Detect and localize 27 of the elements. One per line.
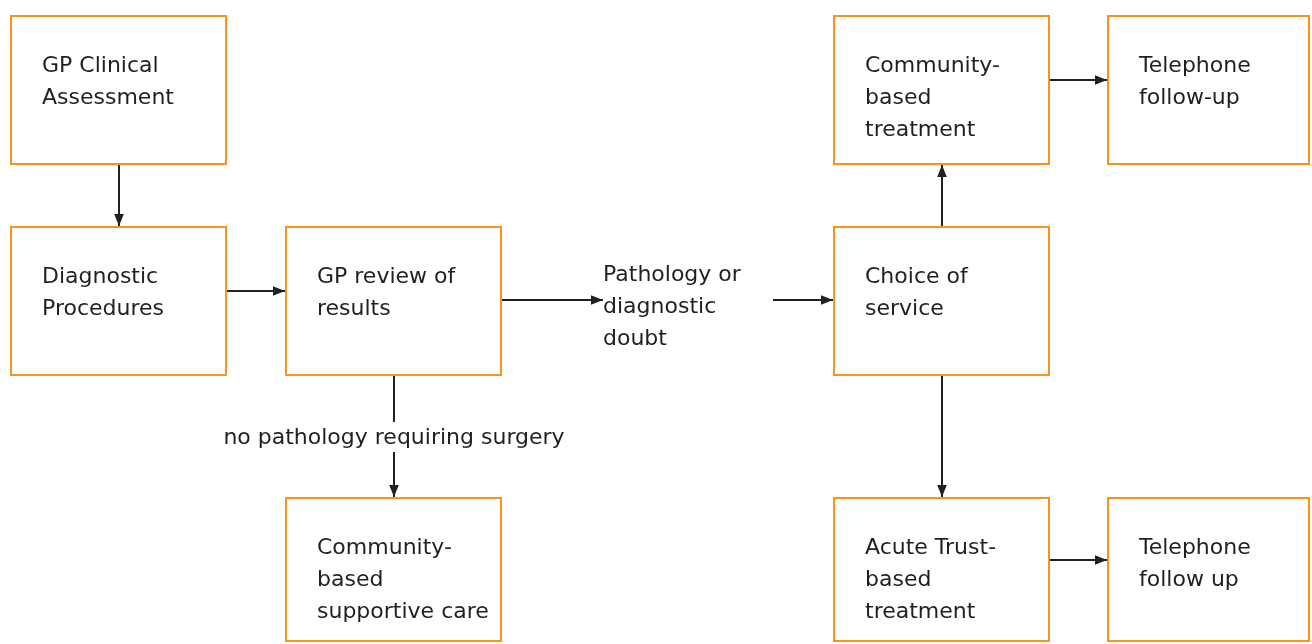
arrow [772, 295, 834, 305]
arrow [226, 286, 286, 296]
arrow [937, 164, 947, 227]
node-label: GP review of results [317, 262, 457, 322]
node-label: Choice of service [865, 262, 970, 322]
node-label: Community-based treatment [865, 51, 1001, 143]
process-box [285, 226, 502, 376]
arrow [501, 295, 604, 305]
node-label: Community-based supportive care [317, 533, 490, 625]
process-box [10, 15, 227, 165]
arrow [1049, 555, 1108, 565]
node-label: Telephone follow up [1139, 533, 1252, 593]
process-box [1107, 15, 1310, 165]
arrow [1049, 75, 1108, 85]
arrow [114, 164, 124, 227]
process-box [833, 497, 1050, 642]
node-label: Acute Trust-based treatment [865, 533, 998, 625]
node-label: Telephone follow-up [1139, 51, 1252, 111]
process-box [1107, 497, 1310, 642]
arrow [937, 375, 947, 498]
node-label: Pathology or diagnostic doubt [603, 260, 742, 352]
process-box [833, 15, 1050, 165]
node-label: GP Clinical Assessment [42, 51, 175, 111]
process-box [285, 497, 502, 642]
node-label: Diagnostic Procedures [42, 262, 165, 322]
process-box [833, 226, 1050, 376]
process-box [10, 226, 227, 376]
